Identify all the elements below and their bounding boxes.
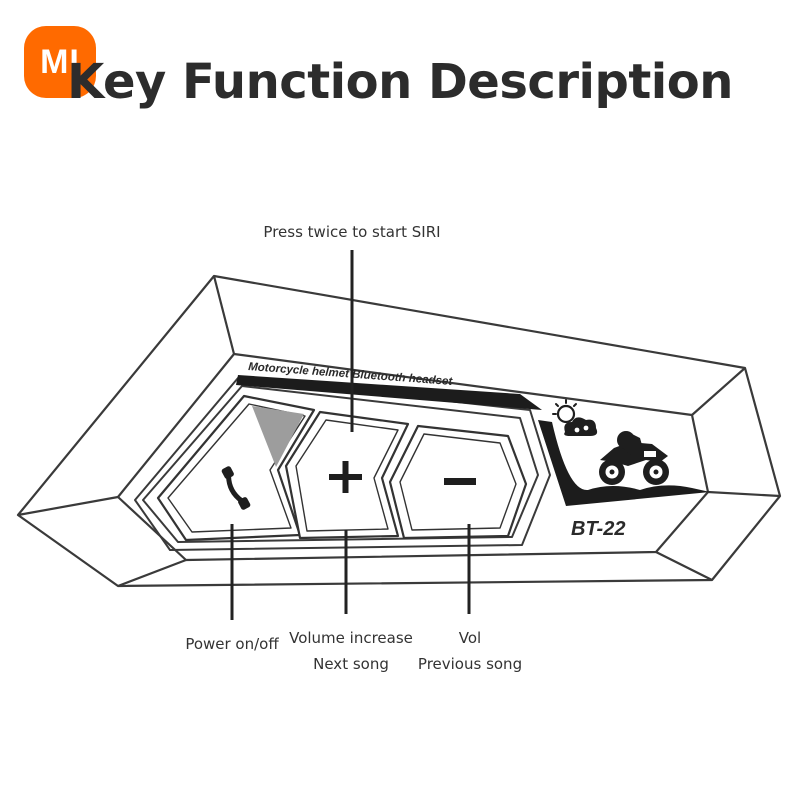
model-label: BT-22: [571, 518, 625, 540]
phone-icon: [221, 466, 251, 510]
callout-volume-up-line2: Next song: [313, 655, 389, 673]
plus-button[interactable]: [284, 410, 410, 540]
xiaomi-logo: MI: [24, 26, 96, 98]
logo-text: MI: [40, 43, 80, 81]
minus-icon: [444, 478, 476, 485]
motorcycle-rider-icon: [599, 431, 669, 485]
callout-volume-down: Vol Previous song: [405, 625, 535, 677]
strip-band: [236, 375, 542, 410]
callout-siri: Press twice to start SIRI: [232, 219, 472, 245]
phone-button[interactable]: [156, 394, 316, 542]
callout-power: Power on/off: [162, 631, 302, 657]
plus-icon: [329, 461, 362, 493]
callout-siri-text: Press twice to start SIRI: [263, 223, 441, 241]
callout-volume-up: Volume increase Next song: [276, 625, 426, 677]
page-title: Key Function Description: [67, 54, 733, 110]
minus-button[interactable]: [388, 424, 528, 540]
callout-power-text: Power on/off: [185, 635, 279, 653]
indicator-triangle: [252, 406, 304, 467]
callout-volume-up-line1: Volume increase: [289, 629, 413, 647]
callout-volume-down-line2: Previous song: [417, 655, 523, 673]
callout-volume-down-line1: Vol: [458, 629, 482, 647]
sun-cloud-icon: [552, 399, 598, 436]
ground-silhouette: [538, 420, 710, 506]
